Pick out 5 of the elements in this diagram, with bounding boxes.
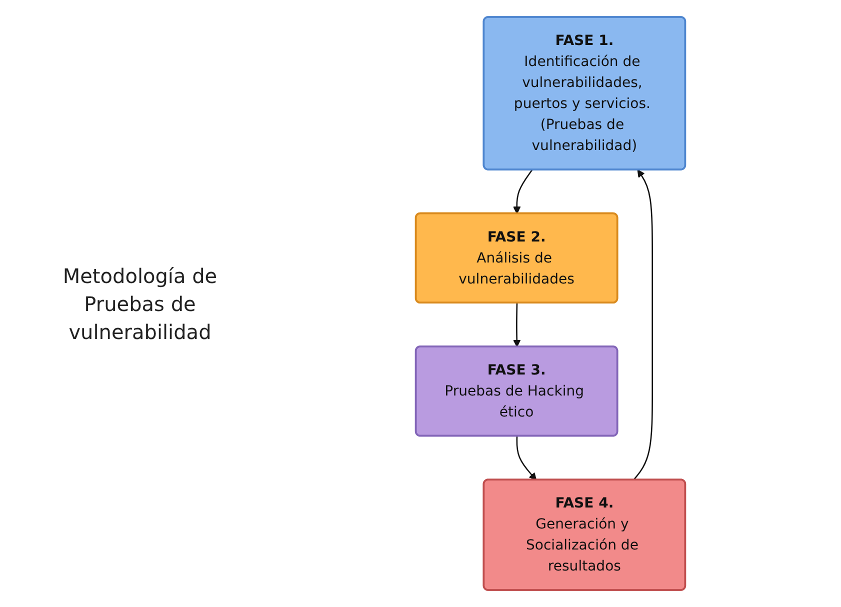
arrow [513,303,521,348]
arrow [516,436,537,480]
diagram-title-text: Metodología de Pruebas de vulnerabilidad [62,262,218,346]
arrow [513,170,533,214]
arrow [633,170,653,480]
